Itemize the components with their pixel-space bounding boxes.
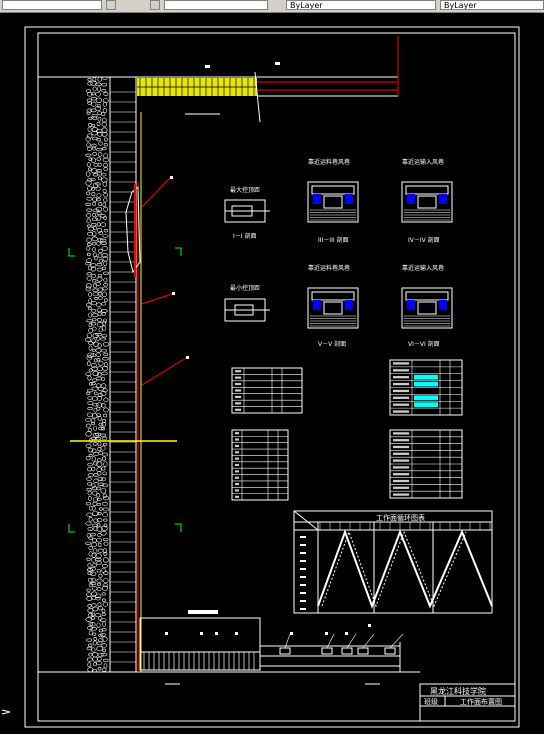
bottom-roadway-grid bbox=[140, 651, 260, 670]
top-roadway-grid bbox=[137, 78, 257, 96]
shearer-outline bbox=[125, 185, 141, 274]
cycle-zigzag-2 bbox=[321, 530, 467, 608]
marker-1 bbox=[68, 248, 75, 257]
top-label-2 bbox=[205, 65, 210, 68]
bottom-equipment bbox=[165, 624, 404, 655]
outer-frame bbox=[24, 26, 520, 728]
color-dropdown[interactable]: ByLayer bbox=[286, 0, 436, 10]
section-3-top: 靠近运料巷风巷 bbox=[308, 158, 350, 166]
toolbar-dropdown-2[interactable] bbox=[164, 0, 268, 10]
bottom-label bbox=[188, 610, 218, 614]
table-1 bbox=[231, 367, 303, 414]
title-block-school: 黑龙江科技学院 bbox=[430, 686, 486, 696]
section-3-caption: III－III 剖面 bbox=[318, 236, 349, 244]
coal-wall-rock bbox=[85, 76, 110, 673]
section-5-caption: V－V 剖面 bbox=[318, 340, 346, 348]
title-block-class: 班级 bbox=[424, 697, 438, 706]
leader-tag-3 bbox=[186, 356, 189, 359]
support-rungs bbox=[110, 91, 136, 663]
toolbar-button-1[interactable] bbox=[106, 0, 116, 10]
title-block: 黑龙江科技学院 班级 工作面布置图 bbox=[419, 683, 516, 722]
section-6-caption: VI－VI 剖面 bbox=[408, 340, 440, 348]
cycle-chart-title: 工作面循环图表 bbox=[376, 513, 425, 522]
table-4 bbox=[389, 429, 463, 499]
leader-1 bbox=[141, 177, 171, 208]
marker-2 bbox=[175, 247, 182, 256]
cycle-chart: 工作面循环图表 bbox=[293, 510, 493, 614]
section-2: 最小控顶距 bbox=[224, 284, 270, 322]
section-4: 靠近运输入风巷 IV－IV 剖面 bbox=[401, 158, 453, 244]
leader-tag-2 bbox=[172, 292, 175, 295]
marker-4 bbox=[175, 523, 182, 532]
layer-icon[interactable] bbox=[150, 0, 160, 10]
section-5-top: 靠近运料巷风巷 bbox=[308, 264, 350, 272]
section-4-caption: IV－IV 剖面 bbox=[408, 236, 440, 244]
section-4-top: 靠近运输入风巷 bbox=[402, 158, 444, 166]
top-label-1 bbox=[275, 62, 280, 65]
cad-drawing-area[interactable]: 最大控顶距 I－I 剖面 最小控顶距 靠近运料巷风巷 III－III 剖面 靠近… bbox=[0, 12, 544, 734]
cad-toolbar: ByLayer ByLayer bbox=[0, 0, 544, 13]
section-6-top: 靠近运输入风巷 bbox=[402, 264, 444, 272]
toolbar-dropdown-1[interactable] bbox=[2, 0, 102, 10]
section-2-top: 最小控顶距 bbox=[230, 284, 260, 292]
cursor-icon bbox=[1, 709, 11, 715]
bottom-roadway-box bbox=[139, 617, 261, 671]
marker-3 bbox=[68, 524, 75, 533]
section-1-top: 最大控顶距 bbox=[230, 186, 260, 194]
cycle-zigzag bbox=[317, 529, 493, 609]
section-1: 最大控顶距 I－I 剖面 bbox=[224, 186, 270, 240]
inner-frame bbox=[37, 32, 516, 722]
section-5: 靠近运料巷风巷 V－V 剖面 bbox=[307, 264, 359, 348]
section-6: 靠近运输入风巷 VI－VI 剖面 bbox=[401, 264, 453, 348]
top-dim-2 bbox=[254, 71, 261, 123]
linetype-dropdown[interactable]: ByLayer bbox=[440, 0, 544, 10]
leader-2 bbox=[141, 293, 173, 305]
section-1-caption: I－I 剖面 bbox=[233, 232, 256, 240]
leader-3 bbox=[141, 357, 187, 386]
title-block-drawing-name: 工作面布置图 bbox=[460, 697, 502, 706]
table-3 bbox=[231, 429, 289, 501]
leader-tag-1 bbox=[170, 176, 173, 179]
section-3: 靠近运料巷风巷 III－III 剖面 bbox=[307, 158, 359, 244]
table-2 bbox=[389, 359, 463, 416]
